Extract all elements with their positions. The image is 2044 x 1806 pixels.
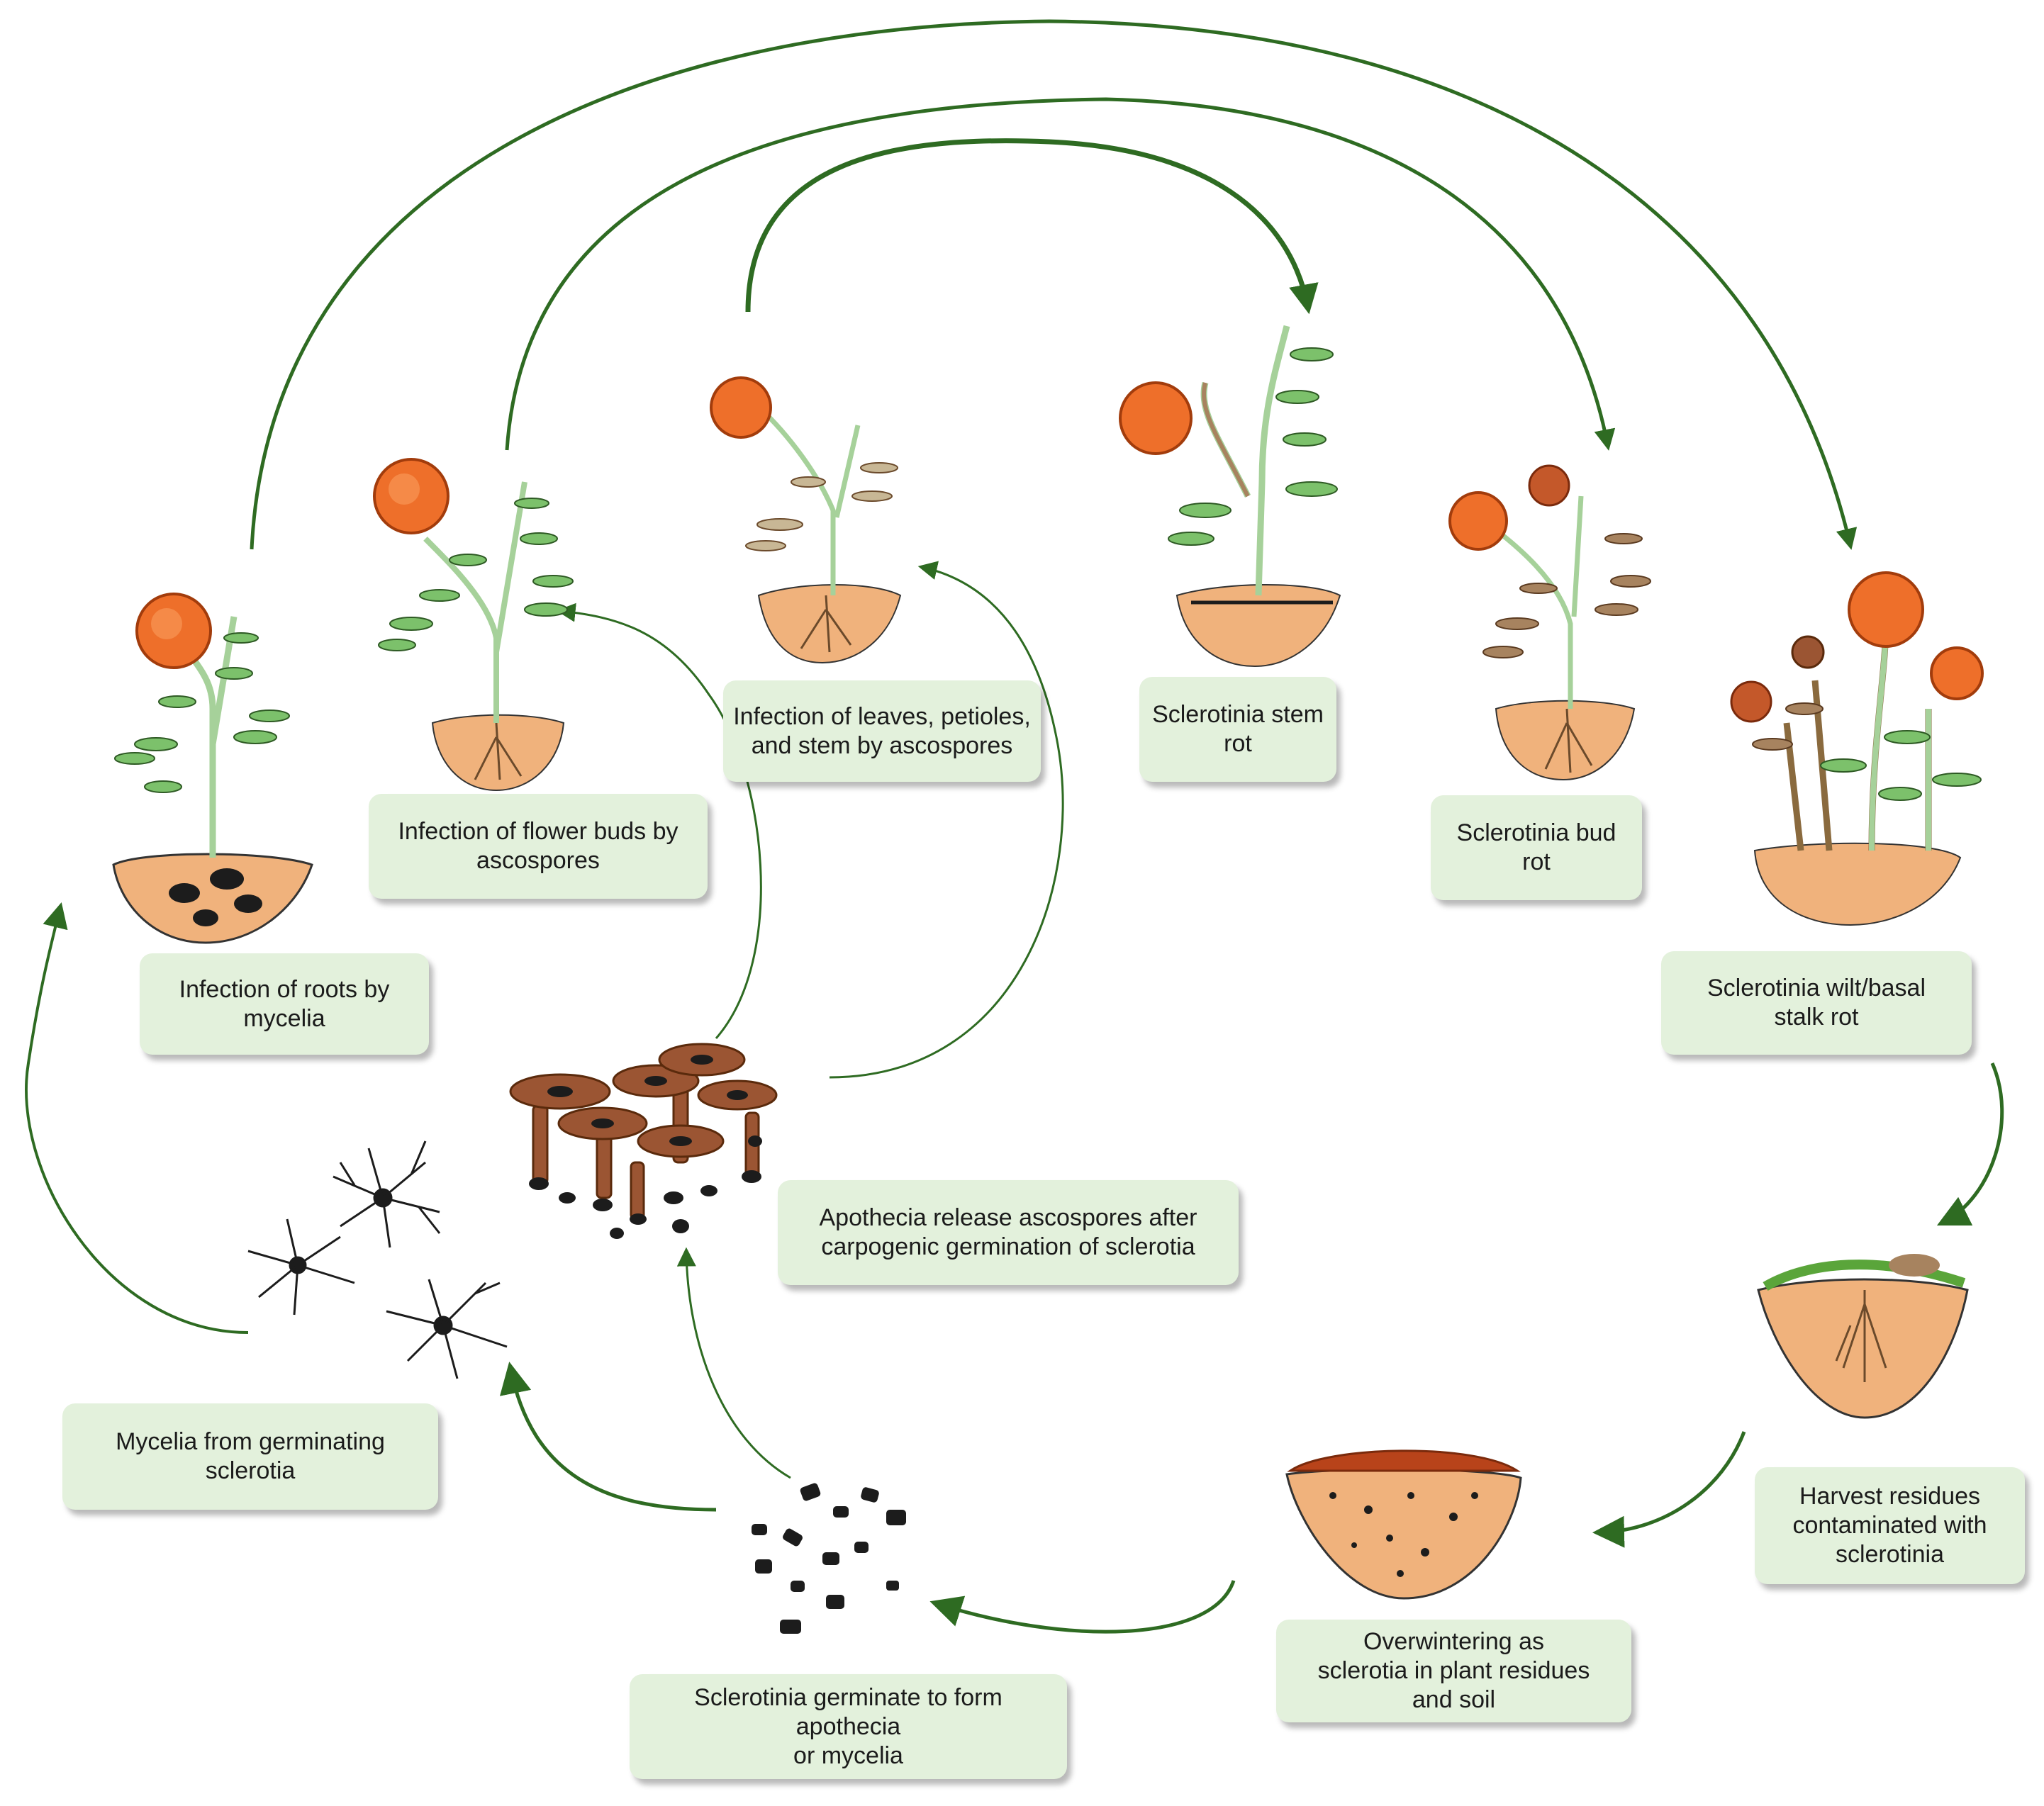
mycelia-illustration bbox=[247, 1140, 508, 1379]
stage-label-mycelia: Mycelia from germinating sclerotia bbox=[62, 1403, 438, 1510]
arrow-harvest-to-overwinter bbox=[1592, 1431, 1746, 1548]
arrow-overwinter-to-sclerotia bbox=[929, 1580, 1236, 1634]
stage-label-bud-rot: Sclerotinia bud rot bbox=[1431, 795, 1642, 900]
plant-stem-rot-illustration bbox=[1119, 325, 1341, 668]
stage-label-overwintering: Overwintering as sclerotia in plant resi… bbox=[1276, 1620, 1631, 1722]
plant-leaf-infection-illustration bbox=[710, 376, 902, 664]
arrow-buds-to-bud-rot bbox=[505, 97, 1616, 451]
plant-bud-rot-illustration bbox=[1448, 464, 1651, 781]
arrow-leaves-to-stem-rot bbox=[745, 138, 1319, 315]
arrow-mycelia-to-roots bbox=[25, 902, 249, 1334]
stage-label-apothecia: Apothecia release ascospores after carpo… bbox=[778, 1180, 1239, 1285]
arrow-roots-to-wilt bbox=[250, 19, 1858, 550]
overwintering-soil-illustration bbox=[1285, 1449, 1522, 1600]
apothecia-illustration bbox=[509, 1043, 778, 1239]
arrow-sclerotia-to-mycelia bbox=[500, 1362, 717, 1512]
harvest-residue-soil-illustration bbox=[1757, 1254, 1969, 1419]
stage-label-root-infection: Infection of roots by mycelia bbox=[140, 953, 429, 1055]
arrow-wilt-to-harvest bbox=[1936, 1062, 2004, 1226]
stage-label-stem-rot: Sclerotinia stem rot bbox=[1139, 677, 1336, 782]
plant-wilt-illustration bbox=[1730, 571, 1984, 926]
stage-label-wilt: Sclerotinia wilt/basal stalk rot bbox=[1661, 951, 1972, 1055]
arrow-apothecia-to-leaves bbox=[829, 561, 1064, 1079]
stage-label-bud-infection: Infection of flower buds by ascospores bbox=[369, 794, 708, 899]
stage-label-germination: Sclerotinia germinate to form apothecia … bbox=[630, 1674, 1067, 1779]
stage-label-harvest-residues: Harvest residues contaminated with scler… bbox=[1755, 1467, 2025, 1584]
stage-label-leaf-infection: Infection of leaves, petioles, and stem … bbox=[723, 680, 1041, 782]
plant-bud-infection-illustration bbox=[373, 458, 574, 792]
arrow-sclerotia-to-apothecia bbox=[676, 1247, 791, 1479]
plant-root-infection-illustration bbox=[112, 593, 313, 944]
sclerotia-illustration bbox=[752, 1483, 906, 1634]
